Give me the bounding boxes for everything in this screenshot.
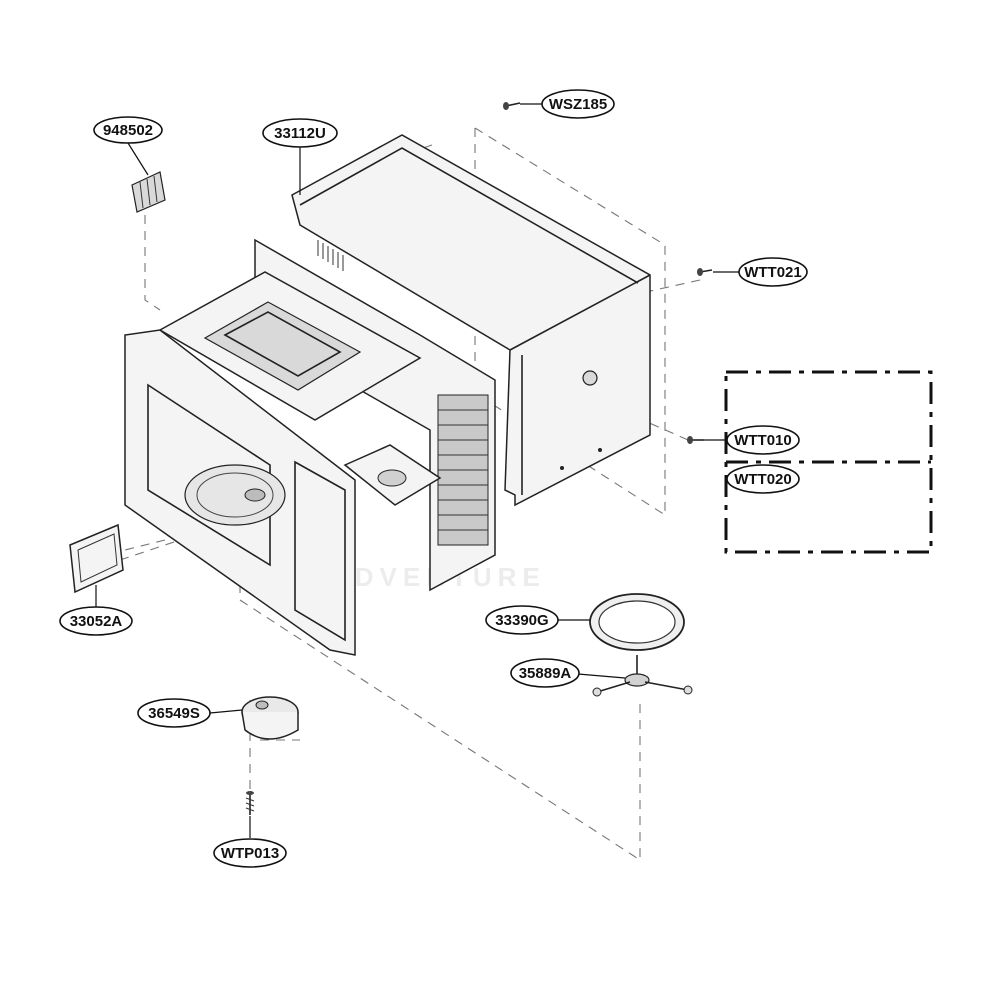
part-WSZ185-screw	[503, 102, 521, 110]
part-WTT010-screw	[687, 436, 704, 444]
part-label-WTT020: WTT020	[726, 464, 800, 494]
label-bubble	[726, 425, 800, 455]
part-35889A-roller-ring	[592, 655, 693, 697]
part-number-text: 35889A	[519, 665, 572, 682]
part-948502-block	[131, 171, 166, 213]
part-33390G-glass-tray	[589, 593, 685, 651]
part-label-35889A: 35889A	[510, 658, 580, 688]
label-bubble	[93, 116, 163, 144]
part-label-36549S: 36549S	[137, 698, 211, 728]
part-number-text: WTT020	[734, 471, 792, 488]
oven-cavity-assembly	[124, 238, 496, 656]
part-label-948502: 948502	[93, 116, 163, 144]
part-36549S-motor	[241, 696, 299, 740]
part-number-text: 36549S	[148, 705, 200, 722]
part-WTT021-screw	[697, 268, 713, 276]
part-33052A-plate	[69, 523, 124, 594]
leader-lines	[95, 103, 740, 838]
label-bubble	[137, 698, 211, 728]
part-WTP013-screw	[245, 791, 255, 815]
label-bubble	[213, 838, 287, 868]
part-label-33052A: 33052A	[59, 606, 133, 636]
label-bubble	[510, 658, 580, 688]
part-label-33112U: 33112U	[262, 118, 338, 148]
part-label-WTT010: WTT010	[726, 425, 800, 455]
part-number-text: 33052A	[70, 613, 123, 630]
part-number-text: WSZ185	[549, 96, 607, 113]
part-number-text: WTT010	[734, 432, 792, 449]
part-number-text: WTP013	[221, 845, 279, 862]
part-label-33390G: 33390G	[485, 605, 559, 635]
label-bubble	[541, 89, 615, 119]
part-number-text: 948502	[103, 122, 153, 139]
label-bubble	[262, 118, 338, 148]
part-number-text: 33112U	[274, 125, 326, 142]
screw-hole-icon	[582, 370, 598, 386]
label-bubble	[59, 606, 133, 636]
label-bubble	[485, 605, 559, 635]
label-bubble	[738, 257, 808, 287]
label-bubble	[726, 464, 800, 494]
part-number-text: 33390G	[495, 612, 548, 629]
part-number-text: WTT021	[744, 264, 802, 281]
part-label-WTT021: WTT021	[738, 257, 808, 287]
part-label-WSZ185: WSZ185	[541, 89, 615, 119]
outer-cabinet	[291, 134, 651, 507]
part-label-WTP013: WTP013	[213, 838, 287, 868]
